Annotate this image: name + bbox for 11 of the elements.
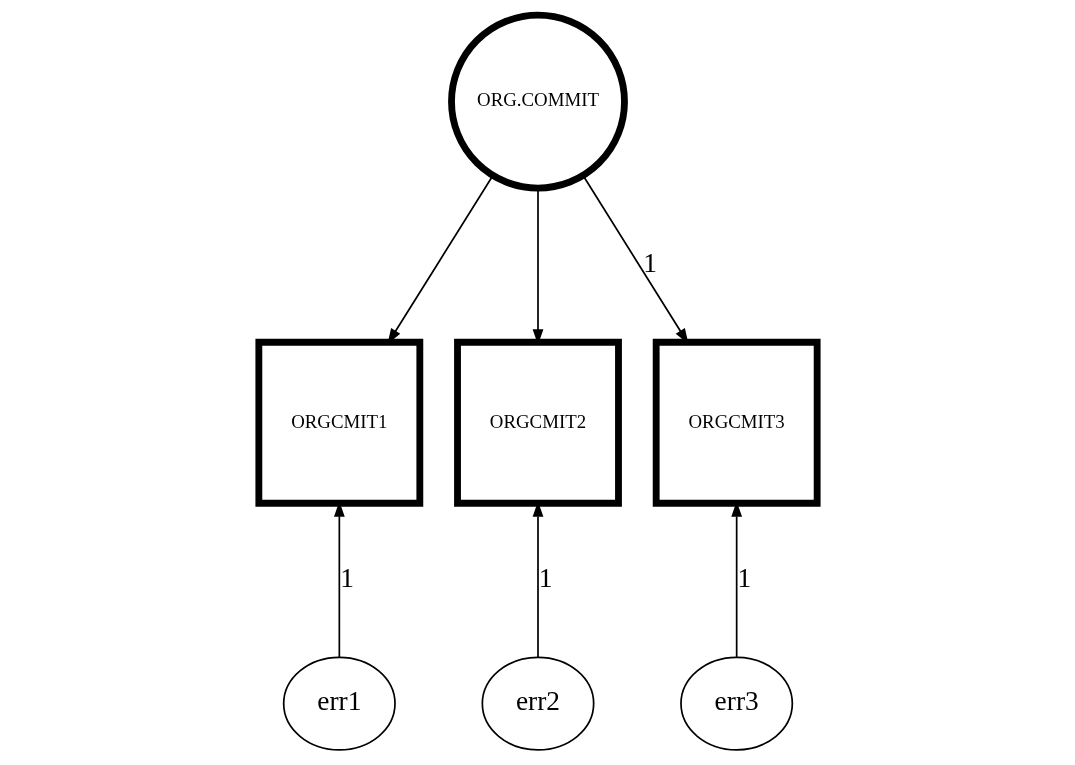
edge-label: 1 (339, 562, 354, 593)
node-ellipse: err1 (282, 656, 396, 751)
node-box: ORGCMIT3 (652, 338, 821, 507)
edge-label: 1 (642, 247, 657, 278)
edge-label: 1 (737, 562, 751, 593)
edge-label: 1 (538, 562, 553, 593)
node-circle: ORG.COMMIT (447, 11, 628, 192)
node-box: ORGCMIT2 (453, 338, 622, 507)
node-box: ORGCMIT1 (254, 338, 423, 507)
node-ellipse: err2 (481, 656, 594, 751)
node-ellipse: err3 (679, 656, 793, 751)
